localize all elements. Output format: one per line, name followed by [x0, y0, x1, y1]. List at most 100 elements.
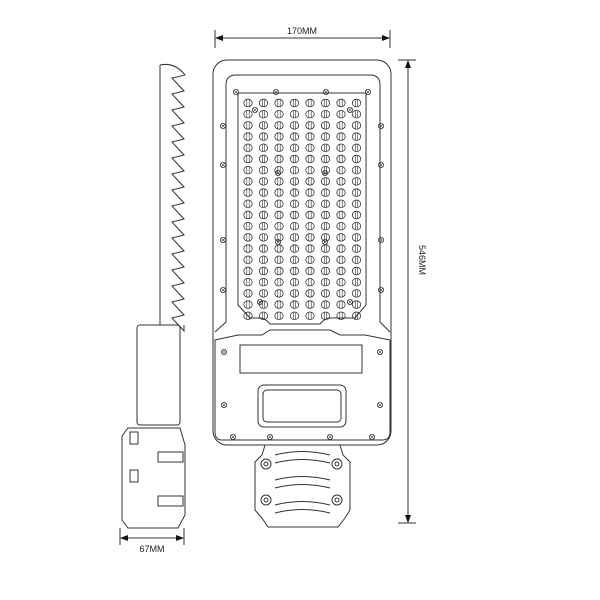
side-view — [121, 64, 186, 529]
led — [258, 255, 269, 264]
led — [274, 177, 284, 186]
led — [320, 233, 331, 242]
led — [320, 98, 331, 108]
led — [258, 199, 269, 208]
screw-icon — [256, 298, 263, 305]
bolt — [157, 451, 184, 463]
led — [289, 143, 300, 152]
led — [351, 121, 362, 130]
led — [274, 266, 284, 276]
led — [351, 300, 362, 309]
led — [336, 154, 346, 164]
led — [289, 233, 300, 242]
led — [305, 244, 315, 253]
led — [289, 300, 300, 309]
led — [336, 165, 346, 175]
led — [351, 109, 362, 119]
length-dimension: 546MM — [398, 59, 427, 524]
led — [351, 143, 362, 152]
led — [289, 109, 300, 119]
label-plate — [239, 344, 363, 374]
led — [243, 221, 253, 231]
led — [305, 165, 315, 175]
led — [258, 132, 269, 141]
led — [274, 289, 284, 298]
led — [351, 244, 362, 253]
led — [274, 278, 284, 287]
led — [289, 289, 300, 298]
led — [305, 121, 315, 130]
led — [336, 177, 346, 186]
led — [274, 188, 284, 197]
screw-icon — [219, 123, 226, 130]
led — [258, 210, 269, 220]
led — [258, 177, 269, 186]
screw-icon — [346, 107, 353, 114]
led — [336, 210, 346, 220]
housing-outline — [212, 59, 392, 446]
screw-icon — [232, 89, 239, 96]
led — [305, 132, 315, 141]
led — [274, 109, 284, 119]
led — [351, 311, 362, 320]
led-grid — [243, 98, 362, 320]
led — [243, 311, 253, 320]
heatsink-fins — [159, 64, 186, 333]
led — [258, 233, 269, 242]
led — [243, 289, 253, 298]
led — [320, 244, 331, 253]
side-bracket — [121, 427, 186, 529]
bolt — [157, 495, 184, 507]
led — [336, 121, 346, 130]
led — [243, 121, 253, 130]
led — [336, 266, 346, 276]
screw-icon — [377, 123, 384, 130]
led — [243, 210, 253, 220]
led — [320, 143, 331, 152]
width-dimension: 170MM — [214, 26, 391, 48]
led — [305, 109, 315, 119]
led — [258, 311, 269, 320]
led — [274, 255, 284, 264]
depth-label: 67MM — [139, 544, 164, 554]
screw-icon — [219, 286, 226, 293]
screws — [219, 89, 384, 440]
led — [243, 132, 253, 141]
led — [258, 244, 269, 253]
led — [320, 132, 331, 141]
screw-icon — [229, 433, 236, 440]
screw-icon — [321, 169, 328, 176]
screw-icon — [274, 238, 281, 245]
led — [320, 210, 331, 220]
led — [336, 221, 346, 231]
led — [351, 233, 362, 242]
led — [258, 143, 269, 152]
led — [258, 221, 269, 231]
led — [274, 154, 284, 164]
screw-icon — [346, 298, 353, 305]
led — [289, 266, 300, 276]
led — [258, 98, 269, 108]
led — [320, 289, 331, 298]
led — [320, 221, 331, 231]
led — [336, 300, 346, 309]
led — [258, 188, 269, 197]
led — [320, 177, 331, 186]
screw-icon — [321, 238, 328, 245]
led — [351, 188, 362, 197]
led — [289, 244, 300, 253]
led — [351, 98, 362, 108]
sensor-window — [257, 384, 347, 428]
led — [243, 98, 253, 108]
depth-dimension: 67MM — [119, 528, 185, 554]
led — [305, 210, 315, 220]
led — [305, 255, 315, 264]
led — [320, 266, 331, 276]
led — [243, 143, 253, 152]
led — [258, 278, 269, 287]
led — [305, 278, 315, 287]
led — [320, 199, 331, 208]
led — [336, 199, 346, 208]
led — [289, 132, 300, 141]
screw-icon — [266, 433, 273, 440]
